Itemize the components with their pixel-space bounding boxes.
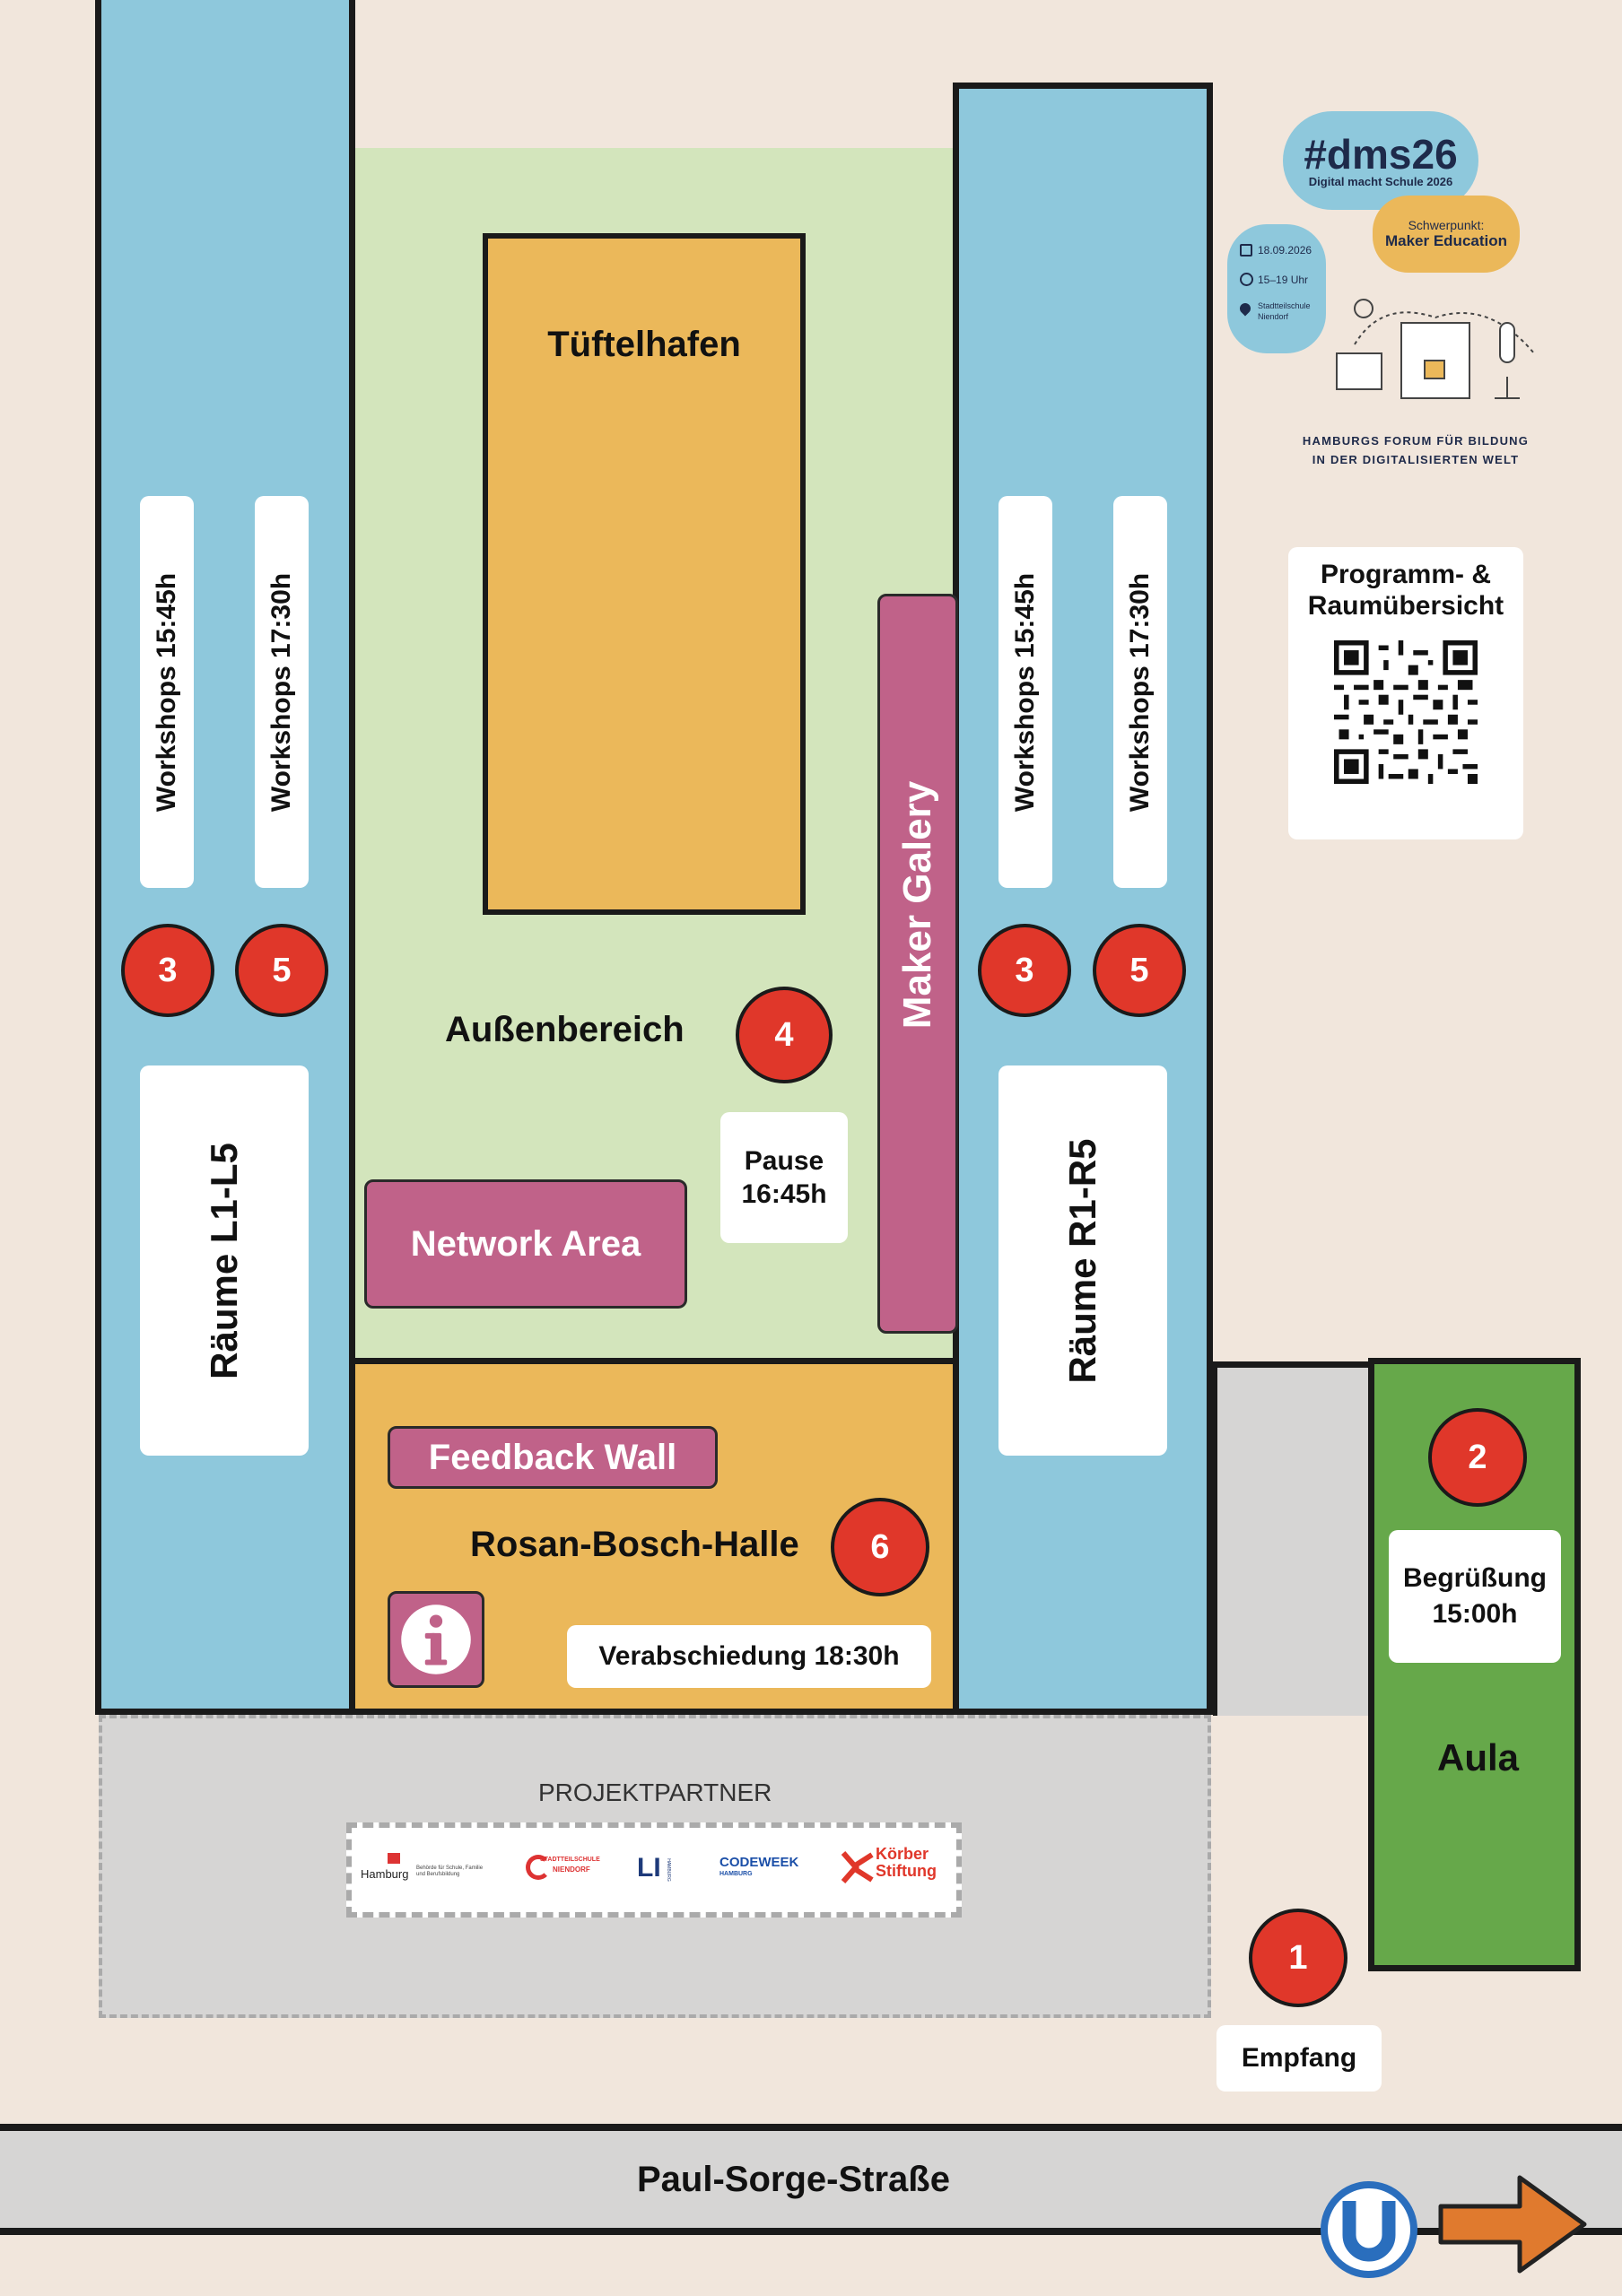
station-1: 1 [1249, 1909, 1347, 2007]
station-6: 6 [831, 1498, 929, 1596]
hashtag-bubble: #dms26 Digital macht Schule 2026 [1283, 111, 1478, 210]
calendar-icon [1240, 244, 1252, 257]
maker-galery-label: Maker Galery [895, 780, 939, 1030]
rooms-r1-r5: Räume R1-R5 [998, 1065, 1167, 1456]
niendorf-top: STADTTEILSCHULE [540, 1857, 600, 1863]
codeweek-mark: CODEWEEK [719, 1855, 799, 1870]
station-5-left: 5 [235, 924, 328, 1017]
begruessung-box: Begrüßung 15:00h [1389, 1530, 1561, 1663]
forum-line-1: HAMBURGS FORUM FÜR BILDUNG [1302, 434, 1530, 448]
station-3-left: 3 [121, 924, 214, 1017]
tueftelhafen-room: Tüftelhafen [483, 233, 806, 915]
direction-arrow [1434, 2169, 1591, 2280]
verabschiedung-box: Verabschiedung 18:30h [567, 1625, 931, 1688]
station-4: 4 [736, 987, 833, 1083]
aula-label: Aula [1437, 1736, 1520, 1779]
qr-code-icon[interactable] [1334, 640, 1478, 784]
station-2: 2 [1428, 1408, 1527, 1507]
niendorf-logo: STADTTEILSCHULE NIENDORF [526, 1853, 615, 1892]
qr-title: Programm- & Raumübersicht [1307, 560, 1504, 621]
tueftelhafen-label: Tüftelhafen [547, 324, 741, 364]
niendorf-crescent-icon [526, 1855, 551, 1880]
event-time: 15–19 Uhr [1258, 274, 1309, 286]
left-workshop-1545-label: Workshops 15:45h [152, 572, 181, 812]
rooms-l1-l5-label: Räume L1-L5 [203, 1142, 245, 1379]
hashtag: #dms26 [1304, 130, 1458, 178]
begruessung-label: Begrüßung 15:00h [1403, 1562, 1547, 1630]
right-workshop-1730: Workshops 17:30h [1113, 496, 1167, 888]
event-badge: #dms26 Digital macht Schule 2026 Schwerp… [1227, 90, 1586, 484]
left-wing [95, 0, 355, 1715]
info-bubble: 18.09.2026 15–19 Uhr Stadtteilschule Nie… [1227, 224, 1326, 353]
info-point [388, 1591, 484, 1688]
koerber-mark: Körber Stiftung [876, 1845, 937, 1880]
connector-area [1213, 1361, 1374, 1716]
right-workshop-1730-label: Workshops 17:30h [1125, 572, 1155, 812]
empfang-box: Empfang [1216, 2025, 1382, 2092]
forum-text: HAMBURGS FORUM FÜR BILDUNG IN DER DIGITA… [1281, 434, 1550, 466]
network-area: Network Area [364, 1179, 687, 1309]
event-date: 18.09.2026 [1258, 244, 1312, 257]
arrow-right-icon [1438, 2175, 1587, 2274]
network-area-label: Network Area [410, 1223, 641, 1264]
station-3-right: 3 [978, 924, 1071, 1017]
feedback-wall: Feedback Wall [388, 1426, 718, 1489]
partners-heading: PROJEKTPARTNER [538, 1779, 772, 1806]
street-name: Paul-Sorge-Straße [637, 2160, 950, 2199]
left-workshop-1545: Workshops 15:45h [140, 496, 194, 888]
hamburg-wordmark: Hamburg [361, 1867, 409, 1881]
focus-value: Maker Education [1384, 232, 1508, 249]
koerber-k-icon [841, 1851, 874, 1883]
codeweek-logo: CODEWEEK HAMBURG [719, 1855, 809, 1891]
koerber-logo: Körber Stiftung [840, 1846, 956, 1894]
focus-label: Schwerpunkt: [1408, 218, 1485, 232]
rooms-r1-r5-label: Räume R1-R5 [1061, 1137, 1103, 1384]
hamburg-subline: Behörde für Schule, Familie und Berufsbi… [416, 1866, 484, 1878]
event-location: Stadtteilschule Niendorf [1258, 301, 1311, 321]
event-subtitle: Digital macht Schule 2026 [1308, 174, 1453, 188]
pause-box: Pause 16:45h [720, 1112, 848, 1243]
feedback-wall-label: Feedback Wall [428, 1437, 677, 1477]
li-mark: LI [637, 1853, 661, 1883]
codeweek-sub: HAMBURG [719, 1871, 753, 1877]
left-workshop-1730-label: Workshops 17:30h [266, 572, 296, 812]
empfang-label: Empfang [1241, 2043, 1357, 2073]
li-logo: LI HAMBURG [637, 1848, 673, 1891]
verabschiedung-label: Verabschiedung 18:30h [598, 1641, 900, 1671]
right-workshop-1545: Workshops 15:45h [998, 496, 1052, 888]
u-bahn-sign [1321, 2181, 1417, 2278]
forum-line-2: IN DER DIGITALISIERTEN WELT [1312, 453, 1520, 466]
niendorf-name: NIENDORF [553, 1866, 590, 1874]
clock-icon [1240, 273, 1253, 286]
hamburg-logo: Hamburg Behörde für Schule, Familie und … [361, 1853, 495, 1891]
right-workshop-1545-label: Workshops 15:45h [1010, 572, 1040, 812]
maker-illustration [1328, 291, 1552, 407]
li-side: HAMBURG [665, 1858, 671, 1882]
info-icon [401, 1605, 471, 1674]
pin-icon [1237, 300, 1253, 317]
right-wing [953, 83, 1213, 1715]
rosan-bosch-halle-label: Rosan-Bosch-Halle [470, 1525, 799, 1564]
aussenbereich-label: Außenbereich [445, 1010, 685, 1049]
partners-logo-bar: Hamburg Behörde für Schule, Familie und … [346, 1822, 962, 1918]
rooms-l1-l5: Räume L1-L5 [140, 1065, 309, 1456]
maker-galery: Maker Galery [877, 594, 958, 1334]
pause-label: Pause 16:45h [741, 1145, 827, 1210]
station-5-right: 5 [1093, 924, 1186, 1017]
hamburg-castle-icon [388, 1853, 400, 1864]
left-workshop-1730: Workshops 17:30h [255, 496, 309, 888]
u-bahn-icon [1321, 2181, 1417, 2278]
focus-bubble: Schwerpunkt: Maker Education [1373, 196, 1520, 273]
qr-card[interactable]: Programm- & Raumübersicht [1288, 547, 1523, 839]
